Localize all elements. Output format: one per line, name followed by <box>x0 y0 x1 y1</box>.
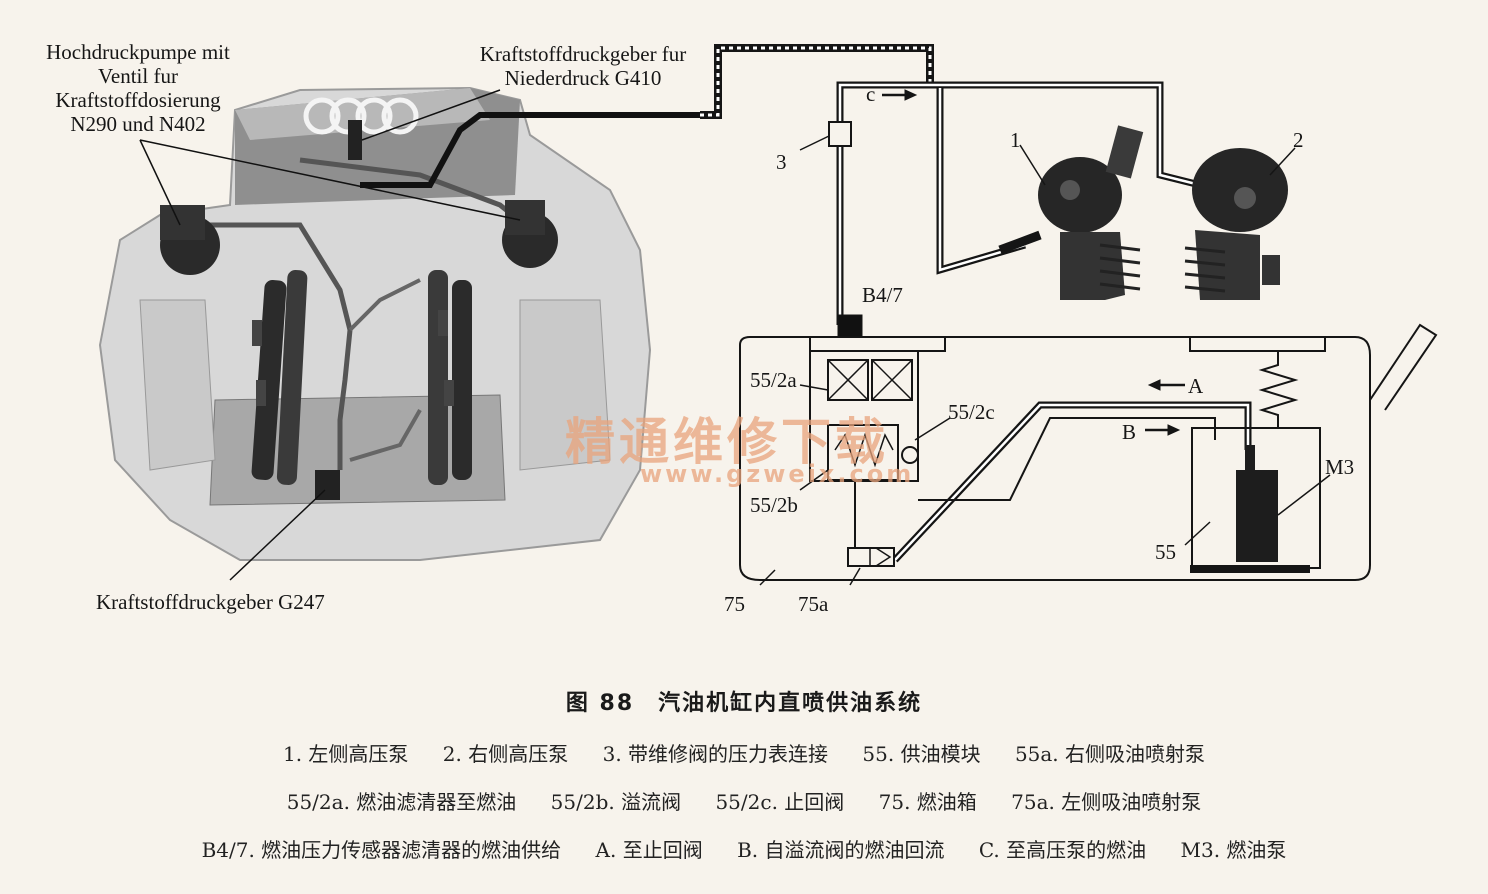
pump-label-line: Hochdruckpumpe mit <box>46 40 230 64</box>
legend-item: C. 至高压泵的燃油 <box>978 838 1147 862</box>
label-55-2b: 55/2b <box>750 493 798 517</box>
sensor-low-label-line: Niederdruck G410 <box>504 66 662 90</box>
legend-item: 75a. 左侧吸油喷射泵 <box>1011 790 1202 814</box>
label-1: 1 <box>1010 128 1021 152</box>
label-a: A <box>1188 374 1204 398</box>
label-55: 55 <box>1155 540 1176 564</box>
pump-label-line: Kraftstoffdosierung <box>55 88 221 112</box>
legend-line-2: 55/2a. 燃油滤清器至燃油 55/2b. 溢流阀 55/2c. 止回阀 75… <box>0 786 1488 815</box>
label-75: 75 <box>724 592 745 616</box>
legend-line-1: 1. 左侧高压泵 2. 右侧高压泵 3. 带维修阀的压力表连接 55. 供油模块… <box>0 738 1488 767</box>
pump-label: Hochdruckpumpe mit Ventil fur Kraftstoff… <box>18 40 258 136</box>
legend-line-3: B4/7. 燃油压力传感器滤清器的燃油供给 A. 至止回阀 B. 自溢流阀的燃油… <box>0 834 1488 863</box>
label-b: B <box>1122 420 1137 444</box>
legend-item: 55a. 右侧吸油喷射泵 <box>1014 742 1206 766</box>
label-75a: 75a <box>798 592 829 616</box>
watermark-url: www.gzweix.com <box>640 460 915 488</box>
legend-item: A. 至止回阀 <box>595 838 703 862</box>
label-m3: M3 <box>1325 455 1355 479</box>
sensor-247-label: Kraftstoffdruckgeber G247 <box>96 590 325 614</box>
label-2: 2 <box>1293 128 1304 152</box>
legend-item: B4/7. 燃油压力传感器滤清器的燃油供给 <box>201 838 562 862</box>
engine-photo <box>98 86 700 581</box>
sensor-low-label: Kraftstoffdruckgeber fur Niederdruck G41… <box>452 42 714 90</box>
fuel-schematic <box>700 44 1438 586</box>
label-b47: B4/7 <box>862 283 903 307</box>
legend-item: B. 自溢流阀的燃油回流 <box>737 838 945 862</box>
label-55-2a: 55/2a <box>750 368 797 392</box>
fuel-system-diagram <box>98 44 1438 586</box>
label-3: 3 <box>776 150 787 174</box>
legend-item: 55/2a. 燃油滤清器至燃油 <box>286 790 517 814</box>
pump-label-line: Ventil fur <box>98 64 178 88</box>
legend-item: 75. 燃油箱 <box>878 790 977 814</box>
figure-caption-title: 图 88 汽油机缸内直喷供油系统 <box>565 691 923 716</box>
legend-item: 2. 右侧高压泵 <box>442 742 569 766</box>
sensor-low-label-line: Kraftstoffdruckgeber fur <box>479 42 687 66</box>
label-55-2c: 55/2c <box>948 400 995 424</box>
legend-item: 1. 左侧高压泵 <box>282 742 409 766</box>
legend-item: 55. 供油模块 <box>862 742 981 766</box>
label-c: c <box>866 82 876 106</box>
watermark-cn: 精通维修下载 <box>565 413 889 471</box>
legend-item: 55/2b. 溢流阀 <box>550 790 682 814</box>
legend-item: M3. 燃油泵 <box>1180 838 1287 862</box>
pump-label-line: N290 und N402 <box>70 112 206 136</box>
legend-item: 3. 带维修阀的压力表连接 <box>602 742 829 766</box>
legend-item: 55/2c. 止回阀 <box>715 790 845 814</box>
